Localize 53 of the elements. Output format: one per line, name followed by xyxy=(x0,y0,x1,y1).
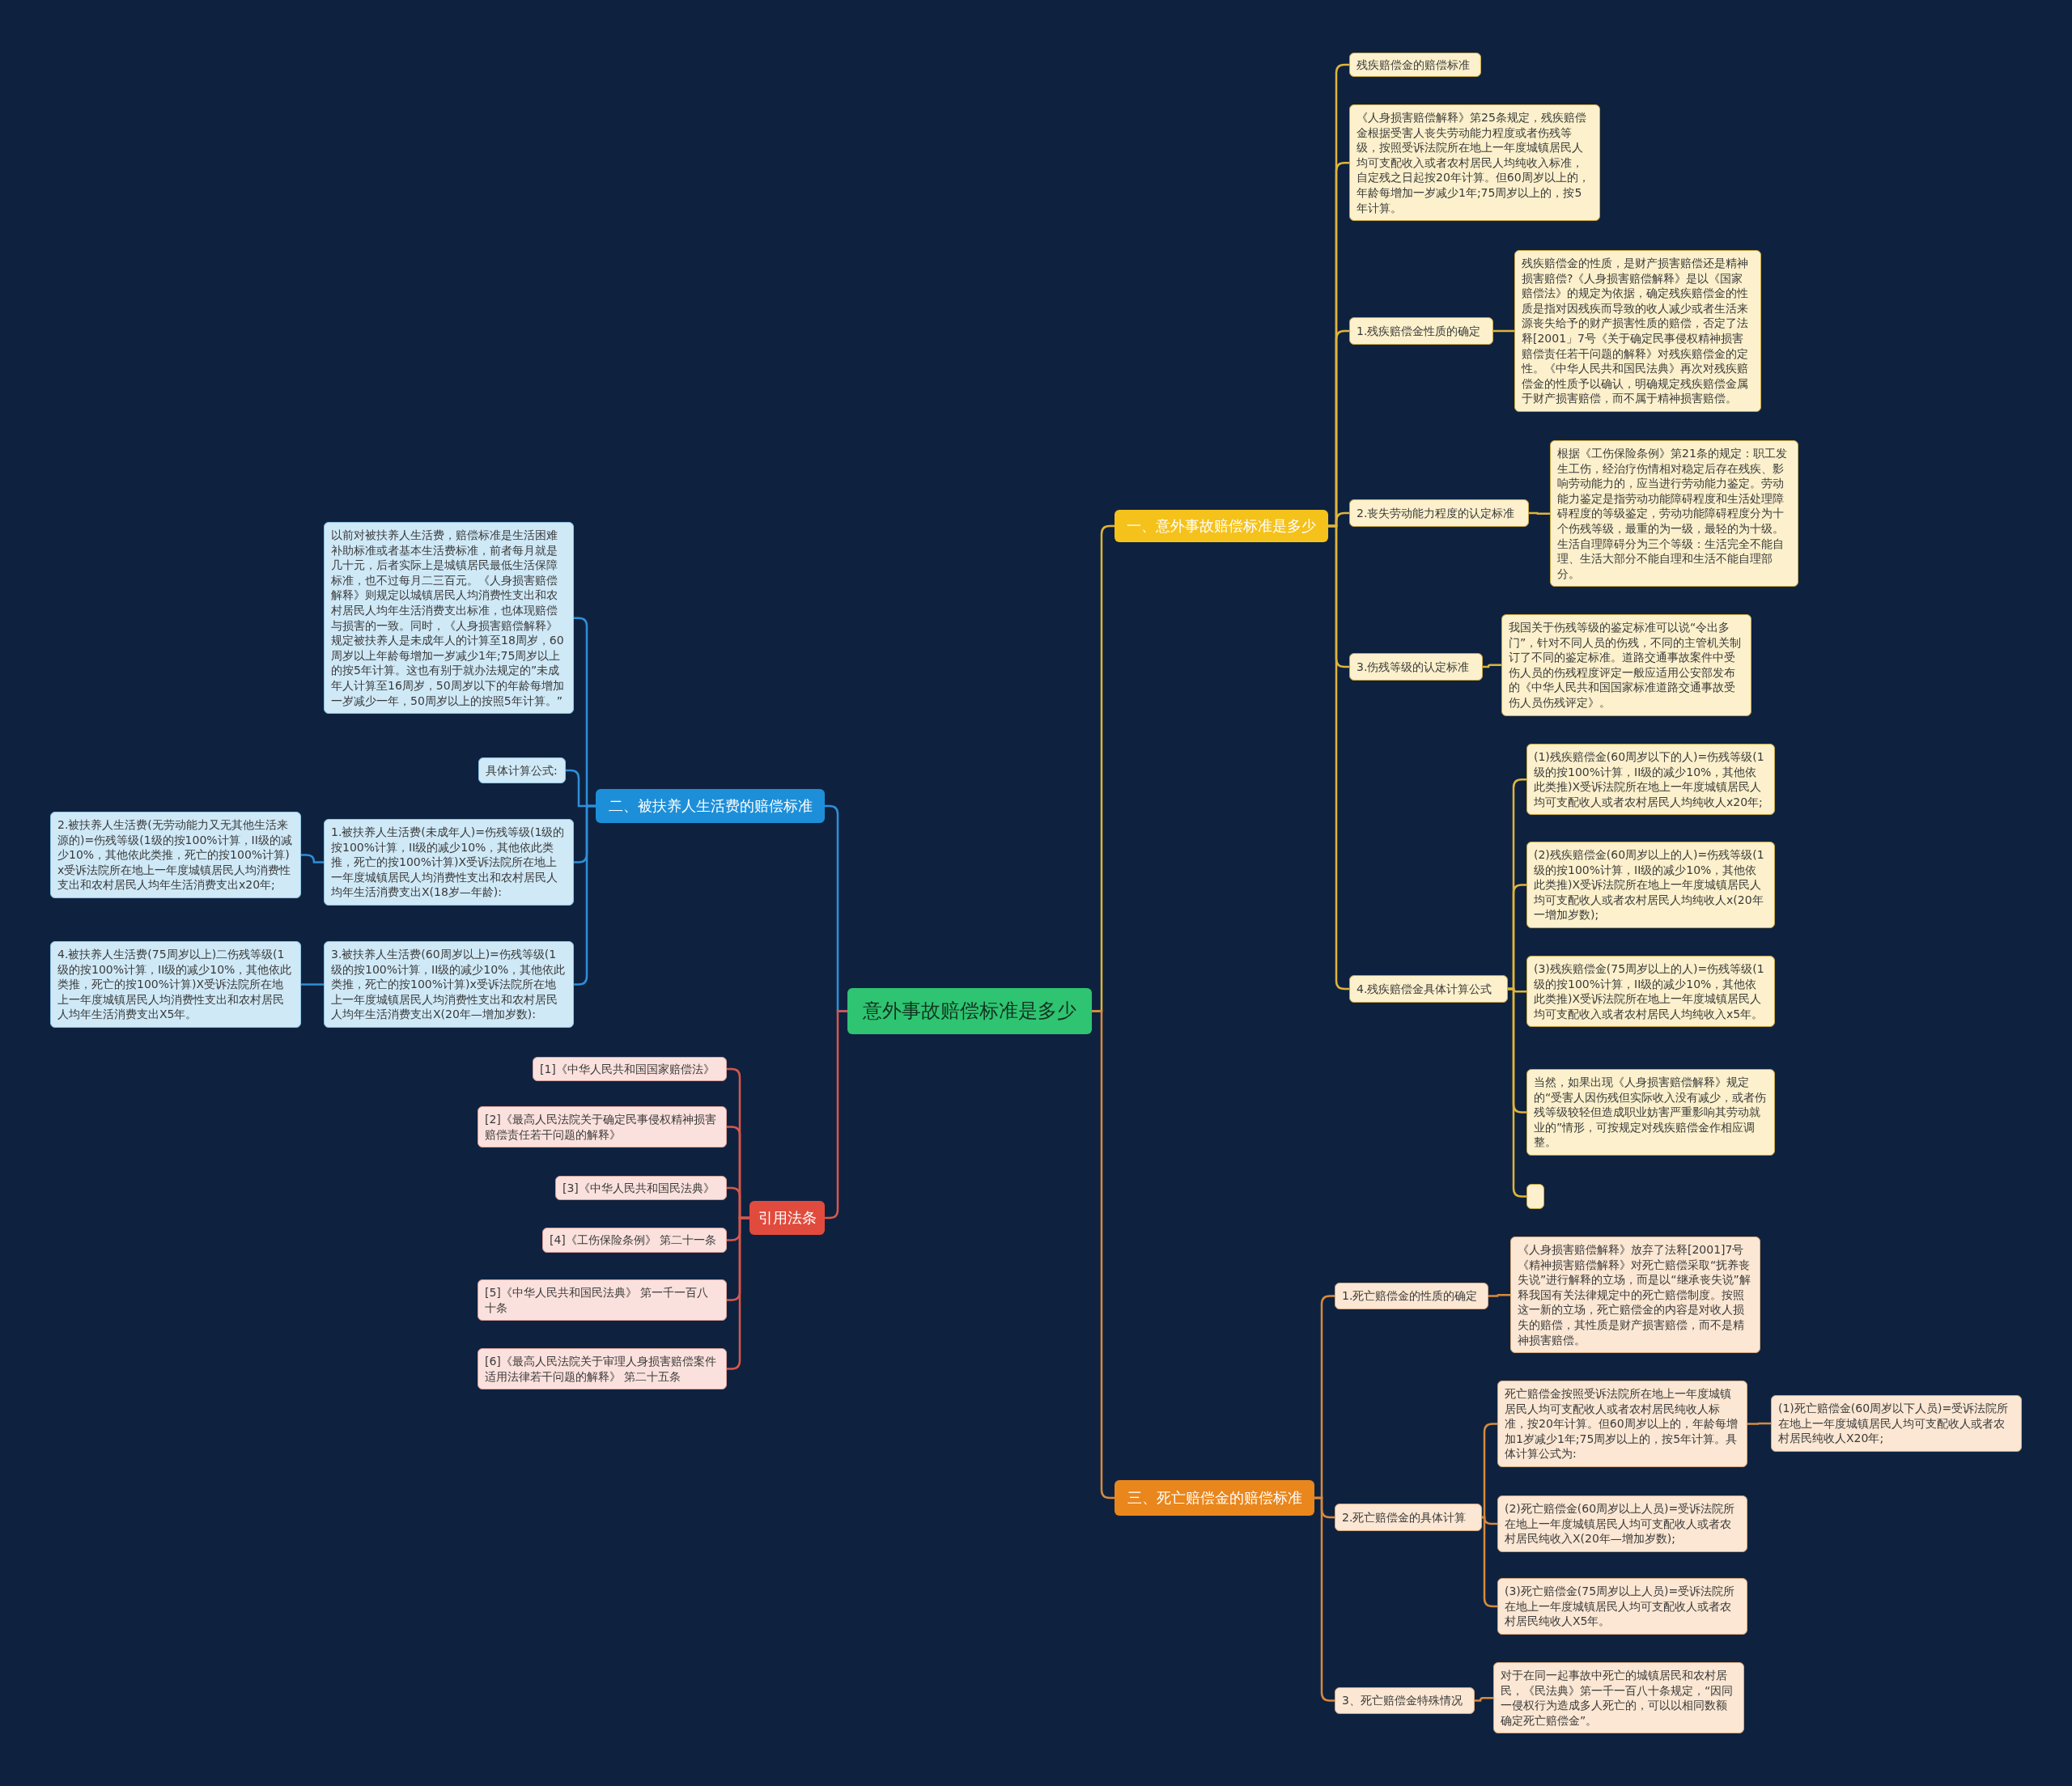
connector-line xyxy=(1483,664,1501,668)
topic-box: 具体计算公式: xyxy=(478,757,566,783)
topic-box: 我国关于伤残等级的鉴定标准可以说“令出多门”，针对不同人员的伤残，不同的主管机关制订了不同的鉴定标准。道路交通事故案件中受伤人员的伤残程度评定一般应适用公安部发布的《中华人民共和国国家标准道路交通事故受伤人员伤残评定》。 xyxy=(1501,614,1751,716)
connector-line xyxy=(1747,1422,1771,1425)
branch-topic: 一、意外事故赔偿标准是多少 xyxy=(1115,510,1328,542)
topic-box: 1.被扶养人生活费(未成年人)=伤残等级(1级的按100%计算，II级的减少10%，其他依此类推，死亡的按100%计算)X受诉法院所在地上一年度城镇居民人均消费性支出和农村居民人均年生活消费支出X(18岁—年龄): xyxy=(324,819,574,906)
topic-box: (1)死亡赔偿金(60周岁以下人员)=受诉法院所在地上一年度城镇居民人均可支配收人或者农村居民纯收人X20年; xyxy=(1771,1395,2022,1452)
topic-box: 《人身损害赔偿解释》放弃了法释[2001]7号《精神损害赔偿解释》对死亡赔偿采取“抚养丧失说”进行解释的立场，而是以“继承丧失说”解释我国有关法律规定中的死亡赔偿制度。按照这一新的立场，死亡赔偿金的内容是对收人损失的赔偿，其性质是财产损害赔偿，而不是精神损害赔偿。 xyxy=(1510,1237,1760,1354)
connector-line xyxy=(301,854,324,863)
topic-box: [6]《最高人民法院关于审理人身损害赔偿案件适用法律若干问题的解释》 第二十五条 xyxy=(478,1348,727,1390)
branch-topic: 三、死亡赔偿金的赔偿标准 xyxy=(1115,1480,1314,1516)
connector-line xyxy=(1475,1696,1493,1702)
topic-box: 4.残疾赔偿金具体计算公式 xyxy=(1349,975,1508,1003)
topic-box: 根据《工伤保险条例》第21条的规定：职工发生工伤，经治疗伤情相对稳定后存在残疾、影响劳动能力的，应当进行劳动能力鉴定。劳动能力鉴定是指劳动功能障碍程度和生活处理障碍程度的等级鉴定，劳动功能障碍程度分为十个伤残等级，最重的为一级，最轻的为十级。生活自理障碍分为三个等级：生活完全不能自理、生活大部分不能自理和生活不能自理部分。 xyxy=(1550,440,1798,588)
connector-line xyxy=(1482,1423,1497,1519)
connector-line xyxy=(1493,329,1514,333)
topic-box: [1]《中华人民共和国国家赔偿法》 xyxy=(533,1057,727,1081)
connector-line xyxy=(1482,1516,1497,1608)
empty-topic-box xyxy=(1526,1184,1544,1209)
topic-box: 死亡赔偿金按照受诉法院所在地上一年度城镇居民人均可支配收人或者农村居民纯收人标准，按20年计算。但60周岁以上的，年龄每增加1岁减少1年;75周岁以上的，按5年计算。具体计算公式为: xyxy=(1497,1381,1747,1468)
topic-box: 1.死亡赔偿金的性质的确定 xyxy=(1335,1283,1488,1309)
topic-box: (2)残疾赔偿金(60周岁以上的人)=伤残等级(1级的按100%计算，II级的减少10%，其他依此类推)X受诉法院所在地上一年度城镇居民人均可支配收人或者农村居民人均纯收人x(20年一增加岁数); xyxy=(1526,842,1775,929)
topic-box: 当然，如果出现《人身损害赔偿解释》规定的“受害人因伤残但实际收入没有减少，或者伤残等级较轻但造成职业妨害严重影响其劳动就业的”情形，可按规定对残疾赔偿金作相应调整。 xyxy=(1526,1069,1775,1156)
topic-box: 1.残疾赔偿金性质的确定 xyxy=(1349,317,1493,345)
topic-box: [2]《最高人民法院关于确定民事侵权精神损害赔偿责任若干问题的解释》 xyxy=(478,1106,727,1148)
connector-line xyxy=(825,1010,847,1220)
topic-box: [4]《工伤保险条例》 第二十一条 xyxy=(542,1228,727,1253)
topic-box: (1)残疾赔偿金(60周岁以下的人)=伤残等级(1级的按100%计算，II级的减少10%，其他依此类推)X受诉法院所在地上一年度城镇居民人均可支配收人或者农村居民人均纯收人x20年; xyxy=(1526,744,1775,816)
topic-box: 《人身损害赔偿解释》第25条规定，残疾赔偿金根据受害人丧失劳动能力程度或者伤残等级，按照受诉法院所在地上一年度城镇居民人均可支配收入或者农村居民人均纯收入标准，自定残之日起按20年计算。但60周岁以上的，年龄每增加一岁减少1年;75周岁以上的，按5年计算。 xyxy=(1349,104,1600,222)
topic-box: 3.伤残等级的认定标准 xyxy=(1349,653,1483,681)
connector-line xyxy=(1314,1496,1335,1702)
branch-topic: 引用法条 xyxy=(749,1201,825,1235)
topic-box: 2.丧失劳动能力程度的认定标准 xyxy=(1349,499,1529,527)
topic-box: (3)残疾赔偿金(75周岁以上的人)=伤残等级(1级的按100%计算，II级的减少10%，其他依此类推)X受诉法院所在地上一年度城镇居民人均可支配收入或者农村居民人均纯收入x5年。 xyxy=(1526,956,1775,1028)
topic-box: 对于在同一起事故中死亡的城镇居民和农村居民，《民法典》第一千一百八十条规定，“因同一侵权行为造成多人死亡的，可以以相同数额确定死亡赔偿金”。 xyxy=(1493,1662,1744,1734)
branch-topic: 二、被扶养人生活费的赔偿标准 xyxy=(596,789,825,823)
topic-box: [5]《中华人民共和国民法典》 第一千一百八十条 xyxy=(478,1279,727,1321)
topic-box: (3)死亡赔偿金(75周岁以上人员)=受诉法院所在地上一年度城镇居民人均可支配收人或者农村居民纯收人X5年。 xyxy=(1497,1578,1747,1635)
central-topic: 意外事故赔偿标准是多少 xyxy=(847,988,1092,1034)
topic-box: (2)死亡赔偿金(60周岁以上人员)=受诉法院所在地上一年度城镇居民人均可支配收人或者农村居民纯收入X(20年—增加岁数); xyxy=(1497,1495,1747,1552)
topic-box: 残疾赔偿金的赔偿标准 xyxy=(1349,53,1481,77)
connector-line xyxy=(1529,511,1550,515)
topic-box: 2.死亡赔偿金的具体计算 xyxy=(1335,1504,1482,1531)
topic-box: [3]《中华人民共和国民法典》 xyxy=(555,1176,727,1200)
connector-line xyxy=(301,983,324,986)
topic-box: 2.被扶养人生活费(无劳动能力又无其他生活来源的)=伤残等级(1级的按100%计算，II级的减少10%，其他依此类推，死亡的按100%计算)x受诉法院所在地上一年度城镇居民人均消费性支出和农村居民人均年生活消费支出x20年; xyxy=(50,812,301,899)
topic-box: 3、死亡赔偿金特殊情况 xyxy=(1335,1687,1475,1714)
topic-box: 以前对被扶养人生活费，赔偿标准是生活困难补助标准或者基本生活费标准，前者每月就是几十元，后者实际上是城镇居民最低生活保障标准，也不过每月二三百元。《人身损害赔偿解释》则规定以城镇居民人均消费性支出和农村居民人均年生活消费支出标准，也体现赔偿与损害的一致。同时，《人身损害赔偿解释》规定被扶养人是未成年人的计算至18周岁，60周岁以上年龄每增加一岁减少1年;75周岁以上的按5年计算。这也有别于就办法规定的”未成年人计算至16周岁，50周岁以下的年龄每增加一岁减少一年，50周岁以上的按照5年计算。” xyxy=(324,522,574,715)
topic-box: 3.被扶养人生活费(60周岁以上)=伤残等级(1级的按100%计算，II级的减少10%，其他依此类推，死亡的按100%计算)x受诉法院所在地上一年度城镇居民人均消费性支出和农村居民人均年生活消费支出X(20年—增加岁数): xyxy=(324,941,574,1029)
connector-line xyxy=(727,1216,749,1370)
connector-line xyxy=(1488,1293,1510,1297)
topic-box: 残疾赔偿金的性质，是财产损害赔偿还是精神损害赔偿?《人身损害赔偿解释》是以《国家赔偿法》的规定为依据，确定残疾赔偿金的性质是指对因残疾而导致的收人减少或者生活来源丧失给予的财产损害性质的赔偿，否定了法释[2001」7号《关于确定民事侵权精神损害赔偿责任若干问题的解释》对残疾赔偿金的定性。《中华人民共和国民法典》再次对残疾赔偿金的性质予以确认，明确规定残疾赔偿金属于财产损害赔偿，而不属于精神损害赔偿。 xyxy=(1514,250,1761,413)
topic-box: 4.被扶养人生活费(75周岁以上)二伤残等级(1级的按100%计算，II级的减少10%，其他依此类推，死亡的按100%计算)X受诉法院所在地上一年度城镇居民人均消费性支出和农村居民人均年生活消费支出X5年。 xyxy=(50,941,301,1029)
